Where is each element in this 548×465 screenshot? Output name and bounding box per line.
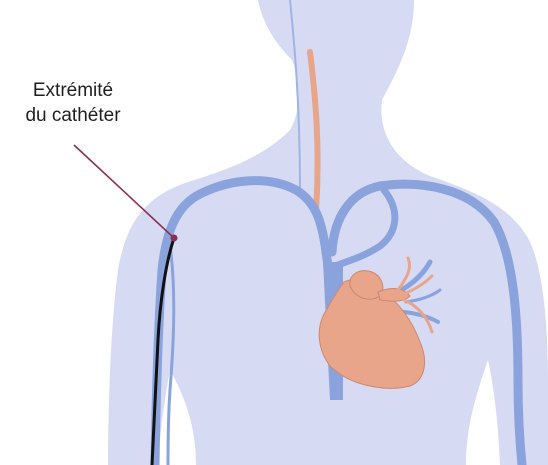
catheter-tip-marker-icon bbox=[171, 235, 178, 242]
callout-leader-line bbox=[74, 145, 174, 238]
